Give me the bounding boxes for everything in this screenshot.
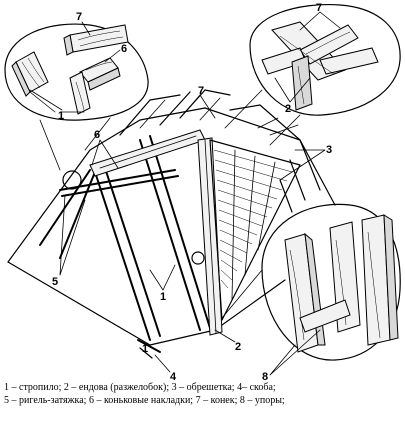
caption-line-2: 5 – ригель-затяжка; 6 – коньковые наклад…	[4, 395, 285, 406]
junction-circle-valley	[191, 251, 205, 265]
callout-2-top-right: 2	[285, 103, 291, 115]
ridge-overlay-detail	[69, 57, 121, 115]
staple	[137, 339, 161, 359]
detail-circle-right	[224, 3, 401, 146]
rafters-left	[39, 135, 211, 341]
callout-7-top-left: 7	[76, 11, 82, 23]
support-blocks-detail	[284, 214, 399, 353]
rafter-end-detail	[11, 51, 49, 97]
leader-lines	[29, 11, 341, 376]
callout-1-middle: 1	[160, 291, 166, 303]
roof-frame	[7, 89, 336, 359]
callout-1-top-left: 1	[58, 110, 64, 122]
callout-3: 3	[326, 144, 332, 156]
roof-valley-diagram: 7 7 6 1 2 7 6 3 5 1 2 1 4 8	[4, 2, 401, 380]
callout-8: 8	[262, 371, 268, 380]
figure-caption: 1 – стропило; 2 – ендова (разжелобок); 3…	[4, 381, 402, 407]
callout-6-middle: 6	[94, 129, 100, 141]
ridge-board-detail	[63, 24, 129, 56]
caption-line-1: 1 – стропило; 2 – ендова (разжелобок); 3…	[4, 382, 276, 393]
callout-6-top-left: 6	[121, 43, 127, 55]
callout-7-middle: 7	[198, 85, 204, 97]
collar-tie	[59, 169, 179, 197]
detail-circle-left	[4, 23, 149, 171]
callout-4: 4	[170, 371, 177, 380]
valley-board	[197, 137, 223, 336]
ridge-beam	[89, 129, 206, 177]
callout-1-bottom: 1	[142, 343, 148, 355]
junction-circle-left	[62, 170, 82, 190]
callout-2-bottom: 2	[235, 341, 241, 353]
valley-junction-detail	[261, 21, 379, 111]
callouts: 7 7 6 1 2 7 6 3 5 1 2 1 4 8	[52, 2, 332, 380]
detail-circle-bottom-right	[221, 203, 401, 361]
callout-5: 5	[52, 276, 58, 288]
rafters-right	[257, 117, 321, 213]
callout-7-top-right: 7	[316, 2, 322, 14]
battens	[209, 139, 301, 321]
